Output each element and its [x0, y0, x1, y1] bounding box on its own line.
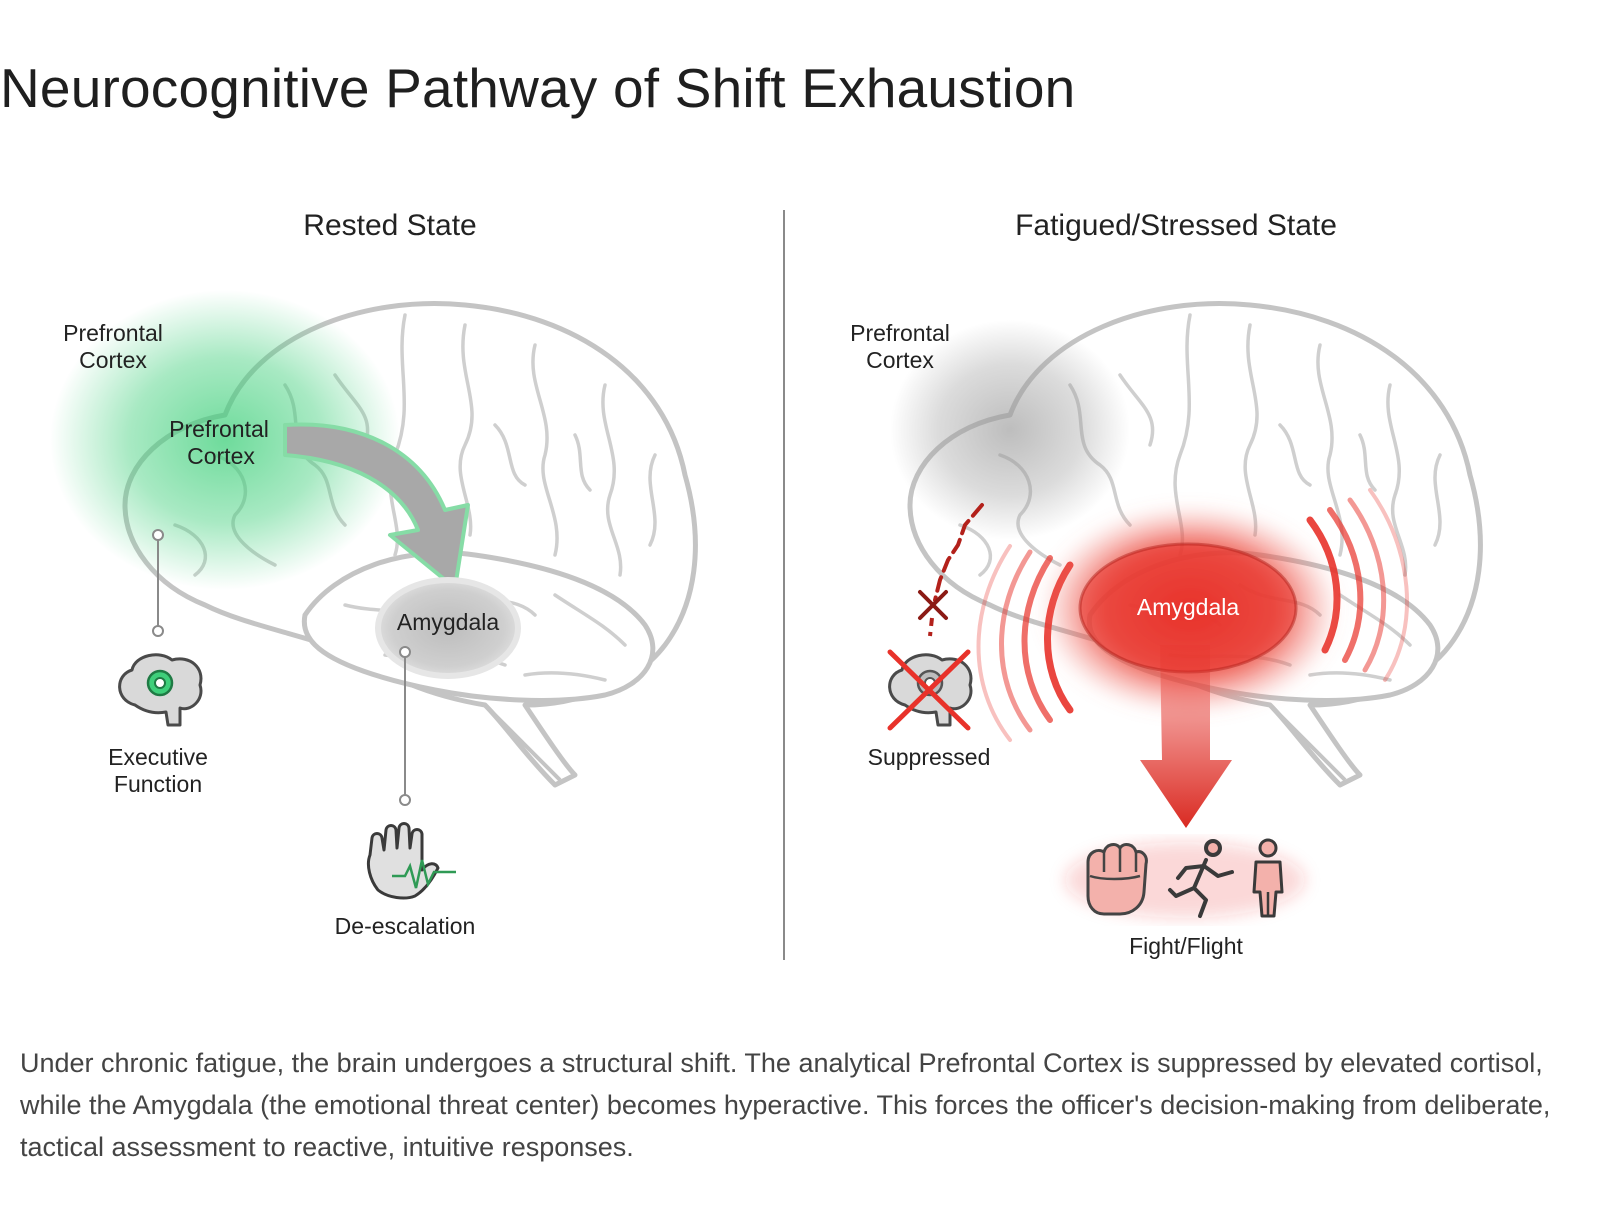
executive-brain-gear-icon: [120, 655, 201, 725]
stressed-heading: Fatigued/Stressed State: [1015, 209, 1337, 242]
rested-heading: Rested State: [303, 209, 476, 242]
executive-label-line1: Executive: [108, 744, 208, 770]
amygdala-label-stressed: Amygdala: [1137, 594, 1239, 620]
pfc-label-stressed-line1: Prefrontal: [850, 320, 950, 346]
fist-icon: [1088, 845, 1146, 914]
caption: Under chronic fatigue, the brain undergo…: [20, 1042, 1580, 1168]
executive-label-line2: Function: [114, 771, 202, 797]
hand-signal-icon: [368, 824, 456, 899]
broken-pathway-tail: [930, 618, 932, 636]
pfc-outer-label-line2: Cortex: [79, 347, 147, 373]
pfc-inner-label-line2: Cortex: [187, 443, 255, 469]
deescalation-label: De-escalation: [335, 913, 476, 939]
fight-flight-label: Fight/Flight: [1129, 933, 1243, 959]
pfc-outer-label-line1: Prefrontal: [63, 320, 163, 346]
suppressed-label: Suppressed: [868, 744, 991, 770]
page-title: Neurocognitive Pathway of Shift Exhausti…: [0, 56, 1075, 120]
brain-comparison-diagram: Rested State Amygdala Prefrontal Cortex …: [0, 190, 1600, 1010]
rested-panel: Rested State Amygdala Prefrontal Cortex …: [50, 209, 695, 939]
amygdala-label-rested: Amygdala: [397, 609, 499, 635]
pfc-label-stressed-line2: Cortex: [866, 347, 934, 373]
stressed-panel: Fatigued/Stressed State Amygdala: [850, 209, 1480, 959]
broken-link-x-icon: [920, 592, 946, 618]
pfc-inner-label-line1: Prefrontal: [169, 416, 269, 442]
